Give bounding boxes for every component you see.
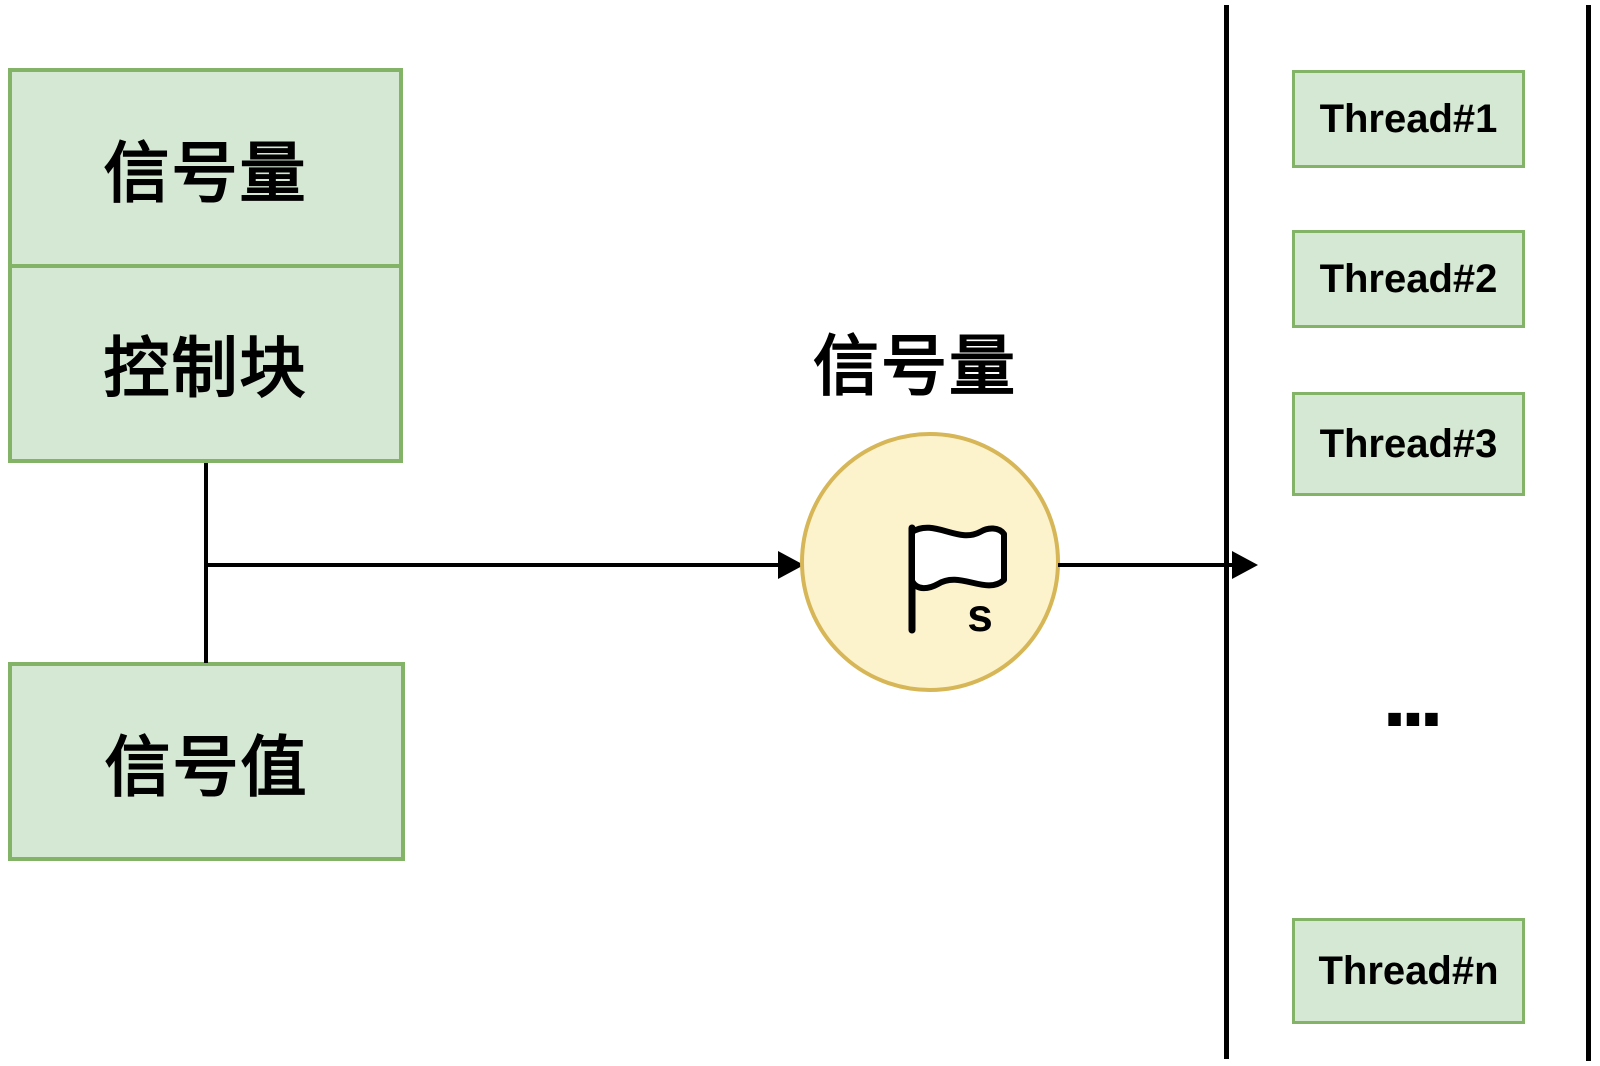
flag-icon xyxy=(908,524,1007,634)
thread-1-label: Thread#1 xyxy=(1319,96,1498,141)
semaphore-cell: 信号量 xyxy=(12,72,399,268)
thread-box-2: Thread#2 xyxy=(1292,230,1525,328)
arrow-to-semaphore-shaft xyxy=(206,563,778,567)
control-block-cell-label: 控制块 xyxy=(103,331,308,406)
queue-left-boundary-line xyxy=(1224,5,1229,1059)
thread-3-label: Thread#3 xyxy=(1319,421,1498,466)
signal-value-label: 信号值 xyxy=(104,729,309,804)
semaphore-s-label: s xyxy=(967,589,993,641)
thread-box-1: Thread#1 xyxy=(1292,70,1525,168)
queue-ellipsis: ... xyxy=(1382,646,1443,745)
thread-n-label: Thread#n xyxy=(1318,948,1499,993)
arrowhead-right-icon xyxy=(1232,551,1258,579)
thread-2-label: Thread#2 xyxy=(1319,256,1498,301)
semaphore-title: 信号量 xyxy=(813,329,1017,403)
control-block-cell: 控制块 xyxy=(12,268,399,460)
thread-box-n: Thread#n xyxy=(1292,918,1525,1024)
arrow-to-queue-shaft xyxy=(1058,563,1232,567)
semaphore-cell-label: 信号量 xyxy=(103,135,308,210)
semaphore-circle: s xyxy=(800,432,1060,692)
arrowhead-right-icon xyxy=(778,551,804,579)
thread-box-3: Thread#3 xyxy=(1292,392,1525,496)
semaphore-control-block: 信号量 控制块 xyxy=(8,68,403,463)
signal-value-box: 信号值 xyxy=(8,662,405,861)
queue-right-boundary-line xyxy=(1586,5,1591,1061)
